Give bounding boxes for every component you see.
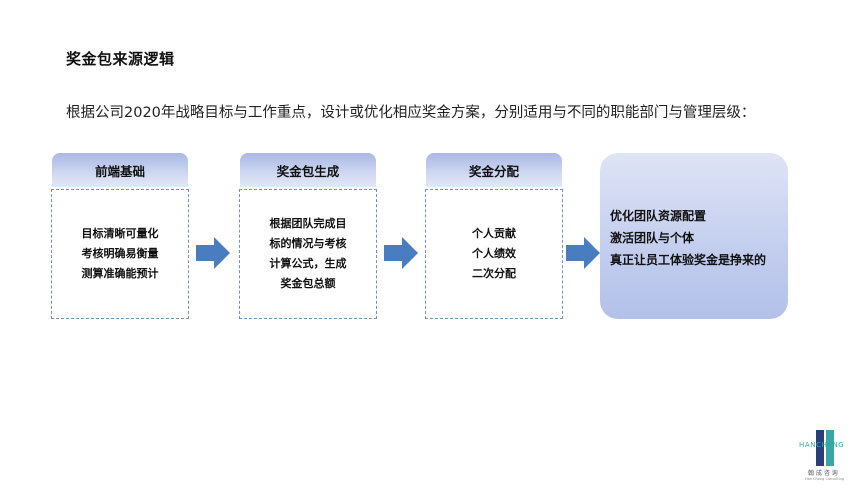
logo-chinese-name: 翰 成 咨 询: [808, 470, 838, 477]
stage-line: 标的情况与考核: [269, 237, 347, 250]
stage-box-bonus-generation: 根据团队完成目 标的情况与考核 计算公式，生成 奖金包总额: [239, 189, 377, 319]
stage-line: 考核明确易衡量: [81, 247, 159, 260]
stage-box-foundation: 目标清晰可量化 考核明确易衡量 测算准确能预计: [51, 189, 189, 319]
stage-line: 测算准确能预计: [81, 267, 159, 280]
stage-line: 二次分配: [472, 267, 516, 280]
result-line: 优化团队资源配置: [610, 209, 707, 223]
right-arrow-icon: [196, 237, 230, 269]
stage-box-bonus-distribution: 个人贡献 个人绩效 二次分配: [425, 189, 563, 319]
stage-line: 个人贡献: [472, 227, 516, 240]
logo-bar-dark: [816, 430, 824, 466]
stage-header-foundation: 前端基础: [52, 153, 188, 187]
right-arrow-icon: [566, 237, 600, 269]
stage-header-bonus-generation: 奖金包生成: [240, 153, 376, 187]
stage-line: 目标清晰可量化: [81, 227, 159, 240]
result-box: 优化团队资源配置 激活团队与个体 真正让员工体验奖金是挣来的: [600, 153, 788, 319]
stage-line: 根据团队完成目: [269, 217, 347, 230]
stage-line: 奖金包总额: [280, 277, 336, 290]
result-line: 真正让员工体验奖金是挣来的: [610, 253, 767, 267]
logo-english-name: Han Cheng Consulting: [805, 477, 845, 481]
company-logo: HANCHENG 翰 成 咨 询 Han Cheng Consulting: [798, 424, 858, 484]
stage-line: 个人绩效: [472, 247, 516, 260]
stage-header-bonus-distribution: 奖金分配: [426, 153, 562, 187]
result-line: 激活团队与个体: [610, 231, 695, 245]
logo-text: HANCHENG: [799, 441, 845, 449]
page-title: 奖金包来源逻辑: [66, 50, 175, 68]
logo-bar-teal: [826, 430, 834, 466]
right-arrow-icon: [384, 237, 418, 269]
page-subtitle: 根据公司2020年战略目标与工作重点，设计或优化相应奖金方案，分别适用与不同的职…: [66, 105, 756, 121]
stage-line: 计算公式，生成: [269, 257, 347, 270]
